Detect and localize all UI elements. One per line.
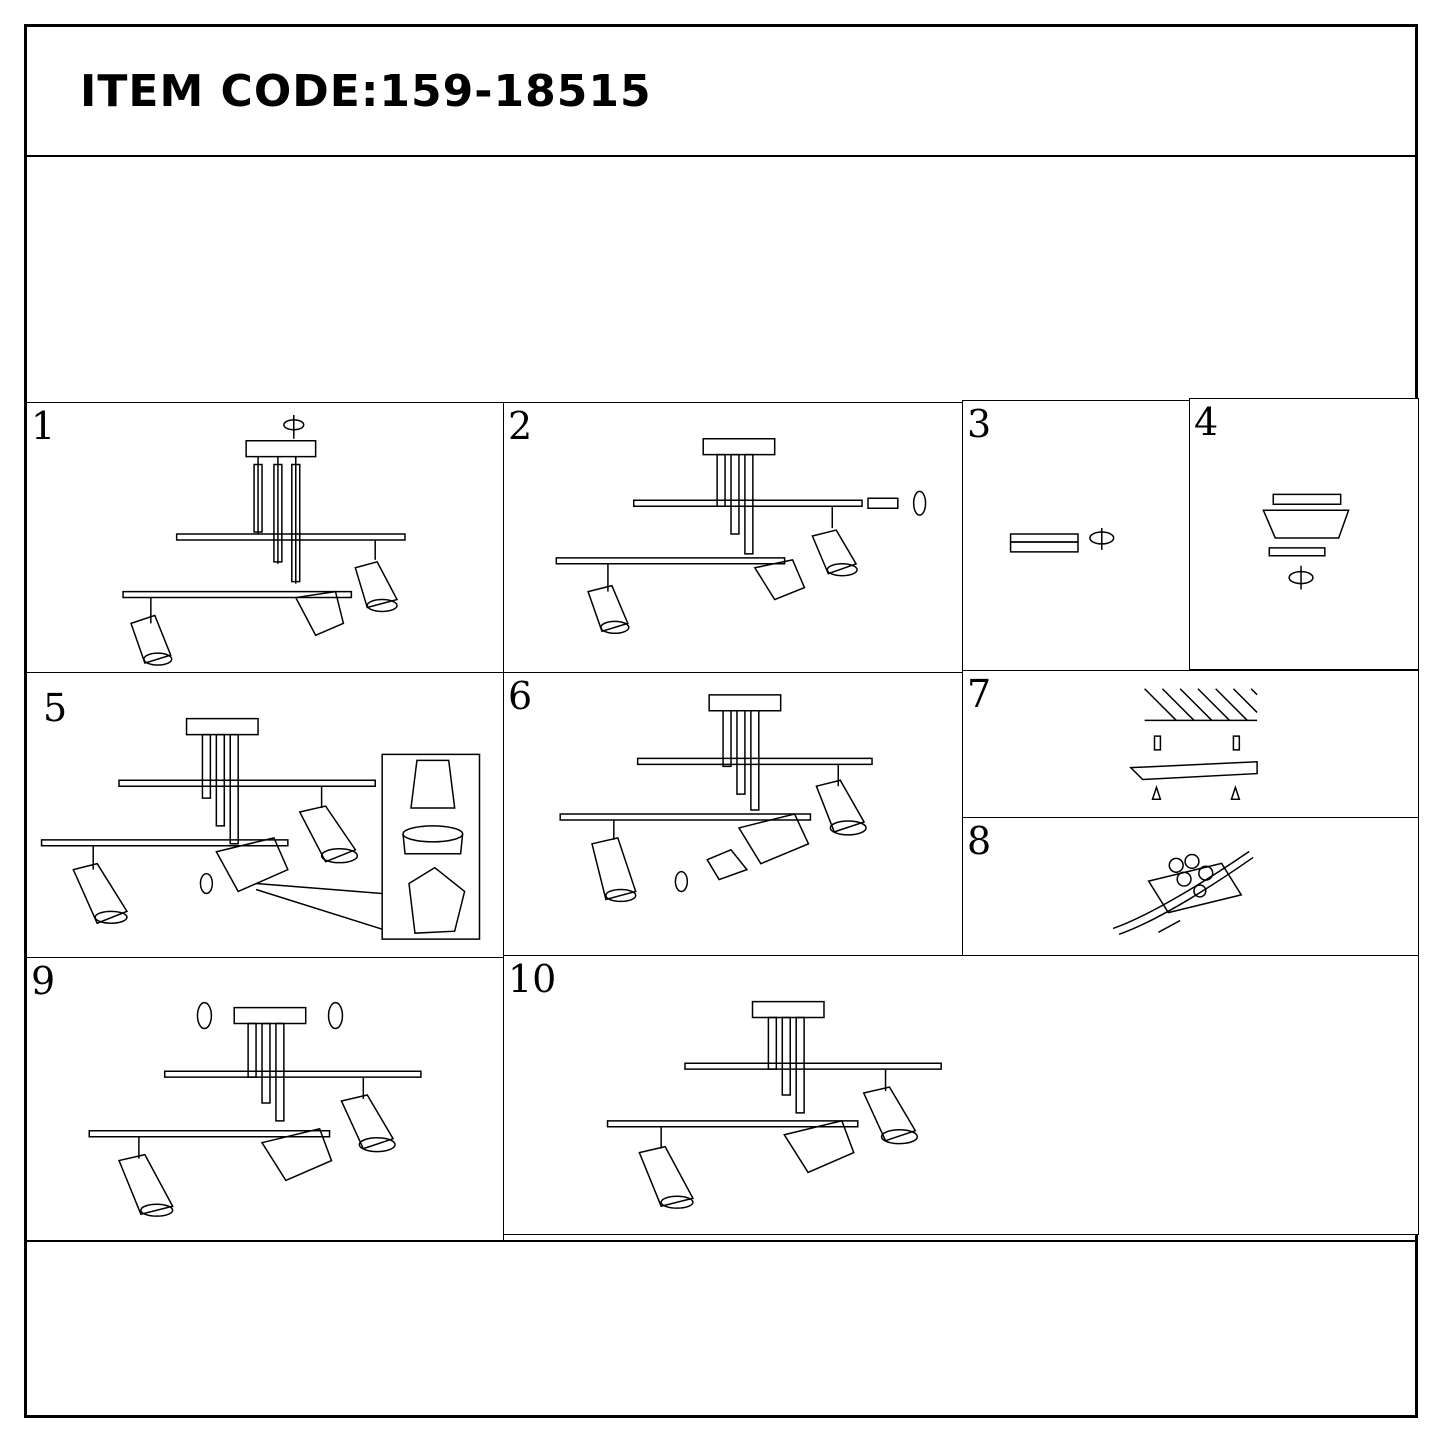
completed-fixture-illustration bbox=[504, 956, 1418, 1234]
fixture-arm-extension-illustration bbox=[504, 403, 962, 673]
step-3-panel: 3 bbox=[962, 400, 1190, 672]
mounting-bracket-illustration bbox=[963, 671, 1418, 817]
step-8-panel: 8 bbox=[962, 817, 1419, 957]
footer-divider bbox=[24, 1240, 1418, 1242]
bulb-install-illustration bbox=[504, 673, 962, 959]
wire-connection-illustration bbox=[963, 818, 1418, 956]
final-tightening-illustration bbox=[27, 958, 503, 1240]
canopy-ring-illustration bbox=[963, 401, 1189, 671]
header-divider bbox=[24, 155, 1418, 157]
step-number: 3 bbox=[967, 402, 992, 446]
canopy-cover-illustration bbox=[1190, 399, 1418, 669]
step-7-panel: 7 bbox=[962, 670, 1419, 818]
step-2-panel: 2 bbox=[503, 402, 963, 674]
step-number: 4 bbox=[1194, 400, 1219, 444]
step-number: 7 bbox=[967, 672, 992, 716]
fixture-with-mount-illustration bbox=[27, 403, 503, 673]
step-5-panel: 5 bbox=[26, 672, 504, 960]
step-number: 1 bbox=[31, 404, 56, 448]
step-number: 2 bbox=[508, 404, 533, 448]
step-1-panel: 1 bbox=[26, 402, 504, 674]
step-6-panel: 6 bbox=[503, 672, 963, 960]
step-number: 8 bbox=[967, 819, 992, 863]
step-number: 10 bbox=[508, 957, 557, 1001]
step-number: 5 bbox=[43, 686, 68, 730]
step-9-panel: 9 bbox=[26, 957, 504, 1241]
step-number: 6 bbox=[508, 674, 533, 718]
step-10-panel: 10 bbox=[503, 955, 1419, 1235]
item-code-title: ITEM CODE:159-18515 bbox=[80, 66, 652, 117]
step-4-panel: 4 bbox=[1189, 398, 1419, 670]
step-number: 9 bbox=[31, 959, 56, 1003]
shade-install-illustration bbox=[27, 673, 503, 959]
